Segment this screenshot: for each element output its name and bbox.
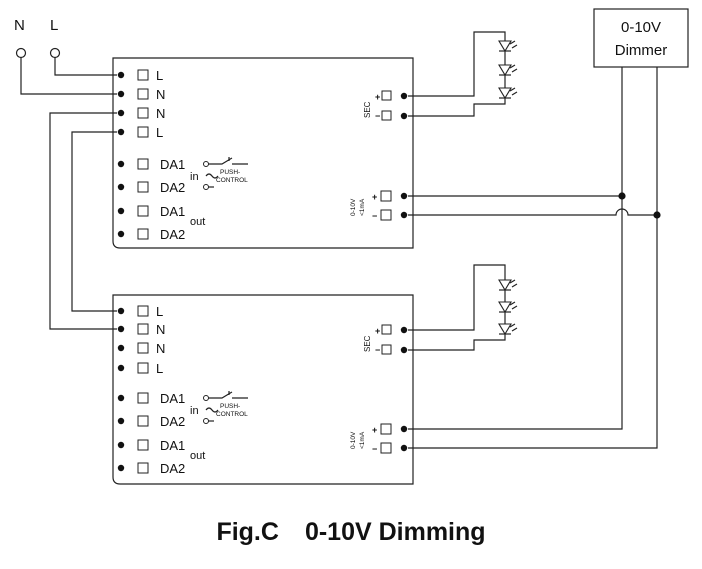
wire-dimmer-minus xyxy=(408,67,658,449)
driver-2-sec-output: SEC + − xyxy=(363,324,408,355)
driver-2-sec-plus: + xyxy=(375,326,380,336)
driver-1-mains-terminals: L N N L xyxy=(117,68,165,140)
driver-1-sec-output: SEC + − xyxy=(363,90,408,121)
driver-1-sec-label: SEC xyxy=(363,101,372,118)
wire-n-loop-to-driver-2 xyxy=(49,112,117,330)
driver-2-push-line1: PUSH- xyxy=(220,403,240,410)
junction-minus xyxy=(653,211,661,219)
driver-1-da2-in: DA2 xyxy=(160,180,185,195)
driver-2-dim-label-2: <1mA xyxy=(359,431,366,449)
driver-2-sec-label: SEC xyxy=(363,335,372,352)
wire-minus-crossover xyxy=(408,208,657,216)
wire-n-to-driver-1 xyxy=(20,57,117,95)
driver-1-dim-minus: − xyxy=(372,211,377,221)
driver-2-da1-out: DA1 xyxy=(160,438,185,453)
driver-1-dim-plus: + xyxy=(372,192,377,202)
driver-1-push-line2: CONTROL xyxy=(216,177,248,184)
led-icon xyxy=(498,40,518,100)
driver-2-push-line2: CONTROL xyxy=(216,411,248,418)
driver-1-terminal-n1: N xyxy=(156,87,165,102)
led-icon xyxy=(498,279,518,336)
driver-2-da2-out: DA2 xyxy=(160,461,185,476)
driver-2-terminal-l1: L xyxy=(156,304,163,319)
driver-1-terminal-n2: N xyxy=(156,106,165,121)
driver-1-dim-input: 0-10V <1mA + − xyxy=(350,190,408,221)
driver-2-terminal-n1: N xyxy=(156,322,165,337)
figure-caption: Fig.C 0-10V Dimming xyxy=(0,518,702,547)
driver-2-mains-terminals: L N N L xyxy=(117,304,165,376)
driver-1-da2-out: DA2 xyxy=(160,227,185,242)
driver-2-dim-plus: + xyxy=(372,425,377,435)
caption-title: 0-10V Dimming xyxy=(304,518,486,546)
driver-2-dim-label-1: 0-10V xyxy=(350,431,357,449)
driver-2-da1-in: DA1 xyxy=(160,391,185,406)
driver-1-da1-out: DA1 xyxy=(160,204,185,219)
driver-1-da-terminals: DA1 DA2 DA1 DA2 in out xyxy=(117,157,205,242)
driver-1-terminal-l2: L xyxy=(156,125,163,140)
driver-2-da-terminals: DA1 DA2 DA1 DA2 in out xyxy=(117,391,205,476)
driver-1-push-line1: PUSH- xyxy=(220,169,240,176)
led-string-2 xyxy=(408,264,518,351)
driver-2-in-label: in xyxy=(190,405,199,417)
caption-fig-label: Fig.C xyxy=(216,518,279,546)
driver-2-dim-minus: − xyxy=(372,444,377,454)
driver-2-out-label: out xyxy=(190,450,205,462)
mains-wiring xyxy=(20,57,117,330)
driver-2-da2-in: DA2 xyxy=(160,414,185,429)
driver-1-push-switch-icon: PUSH- CONTROL xyxy=(203,157,248,190)
wiring-diagram: N L 0-10V Dimmer L N N L DA1 DA2 DA1 xyxy=(14,8,689,485)
junction-plus xyxy=(618,192,626,200)
supply-l-label: L xyxy=(50,17,58,34)
dimmer-line2: Dimmer xyxy=(615,42,668,59)
driver-1-sec-plus: + xyxy=(375,92,380,102)
driver-2-terminal-l2: L xyxy=(156,361,163,376)
driver-2: L N N L DA1 DA2 DA1 DA2 in out xyxy=(112,294,414,485)
dimmer-box: 0-10V Dimmer xyxy=(593,8,689,68)
led-string-1 xyxy=(408,31,518,117)
driver-1-sec-minus: − xyxy=(375,111,380,121)
wire-dimmer-plus xyxy=(408,67,623,430)
supply-n-label: N xyxy=(14,17,25,34)
driver-1-da1-in: DA1 xyxy=(160,157,185,172)
driver-1-terminal-l1: L xyxy=(156,68,163,83)
supply-l-terminal xyxy=(49,47,61,59)
driver-2-push-switch-icon: PUSH- CONTROL xyxy=(203,391,248,424)
driver-1-dim-label-2: <1mA xyxy=(359,198,366,216)
driver-2-sec-minus: − xyxy=(375,345,380,355)
dimmer-wiring xyxy=(408,67,661,449)
driver-1-dim-label-1: 0-10V xyxy=(350,198,357,216)
dimmer-line1: 0-10V xyxy=(621,19,661,36)
driver-1-out-label: out xyxy=(190,216,205,228)
driver-2-terminal-n2: N xyxy=(156,341,165,356)
wire-l-loop-to-driver-2 xyxy=(71,131,117,312)
driver-1: L N N L DA1 DA2 DA1 DA2 in out xyxy=(112,57,414,249)
driver-1-in-label: in xyxy=(190,171,199,183)
wire-l-to-driver-1 xyxy=(54,57,117,76)
supply-n-terminal xyxy=(15,47,27,59)
driver-2-dim-input: 0-10V <1mA + − xyxy=(350,423,408,454)
